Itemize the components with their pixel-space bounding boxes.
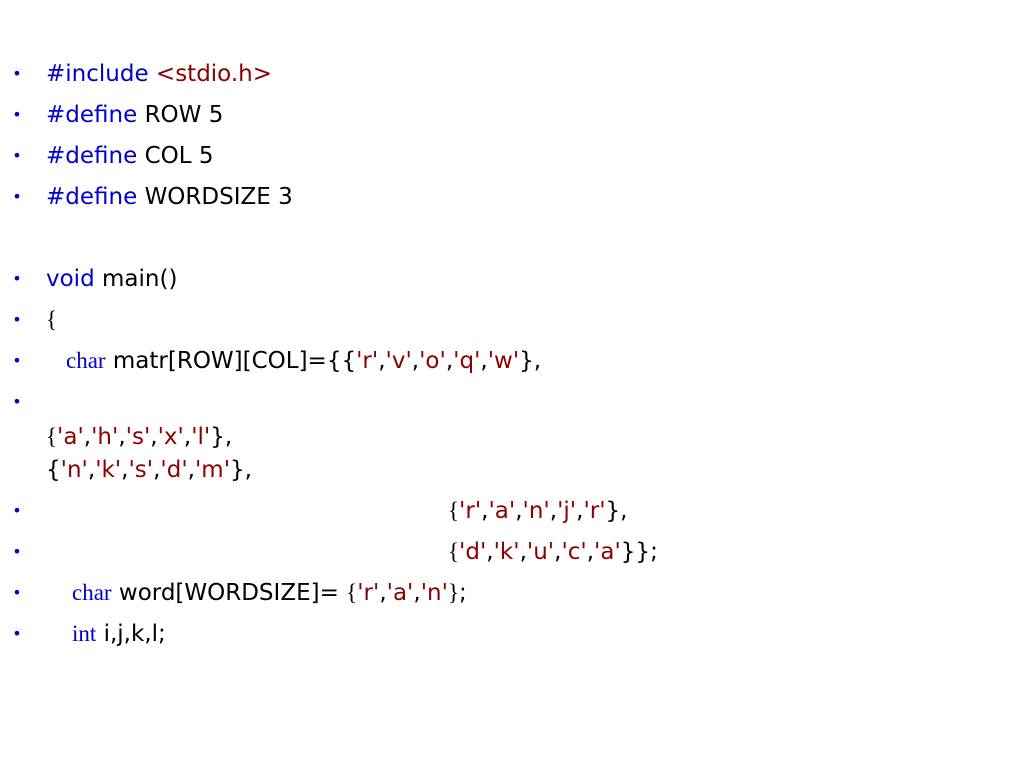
char-literal: 'c'	[561, 539, 587, 565]
semicolon: ;	[458, 580, 467, 606]
code-text: #define ROW 5	[46, 100, 223, 130]
bullet: •	[12, 105, 22, 124]
type-keyword: int	[72, 621, 97, 646]
char-literal: 'q'	[453, 348, 481, 374]
preprocessor-keyword: #define	[46, 184, 138, 210]
code-text: int i,j,k,l;	[72, 619, 166, 649]
array-declaration: word[WORDSIZE]=	[118, 580, 339, 606]
char-literal: 'r'	[356, 348, 379, 374]
char-literal: 'r'	[583, 498, 606, 524]
bullet: •	[12, 64, 22, 83]
char-literal: 'a'	[386, 580, 414, 606]
char-literal: 'k'	[95, 457, 122, 483]
open-brace: {	[46, 307, 58, 332]
code-text: {'a','h','s','x','l'},	[46, 424, 233, 450]
char-literal: 'n'	[60, 457, 88, 483]
row-close: },	[230, 457, 252, 483]
char-literal: 'n'	[522, 498, 550, 524]
char-literal: 'a'	[57, 424, 84, 450]
code-text: char word[WORDSIZE]= {'r','a','n'};	[72, 580, 467, 606]
define-body: WORDSIZE 3	[144, 184, 293, 210]
char-literal: 'k'	[493, 539, 520, 565]
define-body: ROW 5	[144, 102, 224, 128]
row-open-brace: {	[46, 424, 58, 449]
bullet: •	[12, 392, 22, 411]
array-close: }};	[620, 539, 658, 565]
code-text: char matr[ROW][COL]={{'r','v','o','q','w…	[66, 348, 542, 374]
char-literal: 'r'	[357, 580, 380, 606]
char-literal: 'v'	[385, 348, 412, 374]
code-text: #define COL 5	[46, 141, 213, 171]
bullet: •	[12, 146, 22, 165]
type-keyword: char	[72, 580, 112, 605]
bullet: •	[12, 269, 22, 288]
variable-list: i,j,k,l;	[103, 621, 166, 647]
row-close: },	[519, 348, 542, 374]
char-literal: 'd'	[160, 457, 188, 483]
char-literal: 'j'	[557, 498, 577, 524]
char-literal: 'a'	[594, 539, 621, 565]
row-open-brace: {	[448, 498, 460, 523]
char-literal: 'x'	[157, 424, 184, 450]
code-text: void main()	[46, 264, 177, 294]
char-literal: 'd'	[459, 539, 487, 565]
row-close: },	[210, 424, 233, 450]
char-literal: 'n'	[420, 580, 448, 606]
bullet: •	[12, 501, 22, 520]
bullet: •	[12, 310, 22, 329]
char-literal: 'r'	[459, 498, 482, 524]
code-text: #define WORDSIZE 3	[46, 182, 293, 212]
char-literal: 'm'	[194, 457, 231, 483]
char-literal: 'h'	[91, 424, 119, 450]
row-open-brace: {	[448, 539, 460, 564]
bullet: •	[12, 583, 22, 602]
type-keyword: void	[46, 266, 95, 292]
char-literal: 'o'	[419, 348, 446, 374]
char-literal: 'w'	[487, 348, 520, 374]
define-body: COL 5	[144, 143, 214, 169]
open-brace: {	[346, 580, 358, 605]
row-close: },	[605, 498, 628, 524]
close-brace: }	[447, 580, 459, 605]
type-keyword: char	[66, 348, 106, 373]
bullet: •	[12, 542, 22, 561]
char-literal: 's'	[128, 457, 154, 483]
preprocessor-keyword: #define	[46, 102, 138, 128]
char-literal: 's'	[125, 424, 151, 450]
preprocessor-keyword: #define	[46, 143, 138, 169]
char-literal: 'u'	[526, 539, 555, 565]
array-declaration: matr[ROW][COL]={{	[112, 348, 357, 374]
char-literal: 'a'	[488, 498, 516, 524]
code-text: #include <stdio.h>	[46, 59, 272, 89]
preprocessor-keyword: #include	[46, 61, 149, 87]
code-text: {'n','k','s','d','m'},	[46, 457, 252, 483]
function-signature: main()	[102, 266, 178, 292]
code-text: {'d','k','u','c','a'}};	[448, 539, 658, 565]
char-literal: 'l'	[191, 424, 211, 450]
bullet: •	[12, 624, 22, 643]
row-open-brace: {	[46, 457, 61, 483]
code-text: {'r','a','n','j','r'},	[448, 498, 628, 524]
bullet: •	[12, 351, 22, 370]
header-name: <stdio.h>	[155, 61, 273, 87]
bullet: •	[12, 187, 22, 206]
